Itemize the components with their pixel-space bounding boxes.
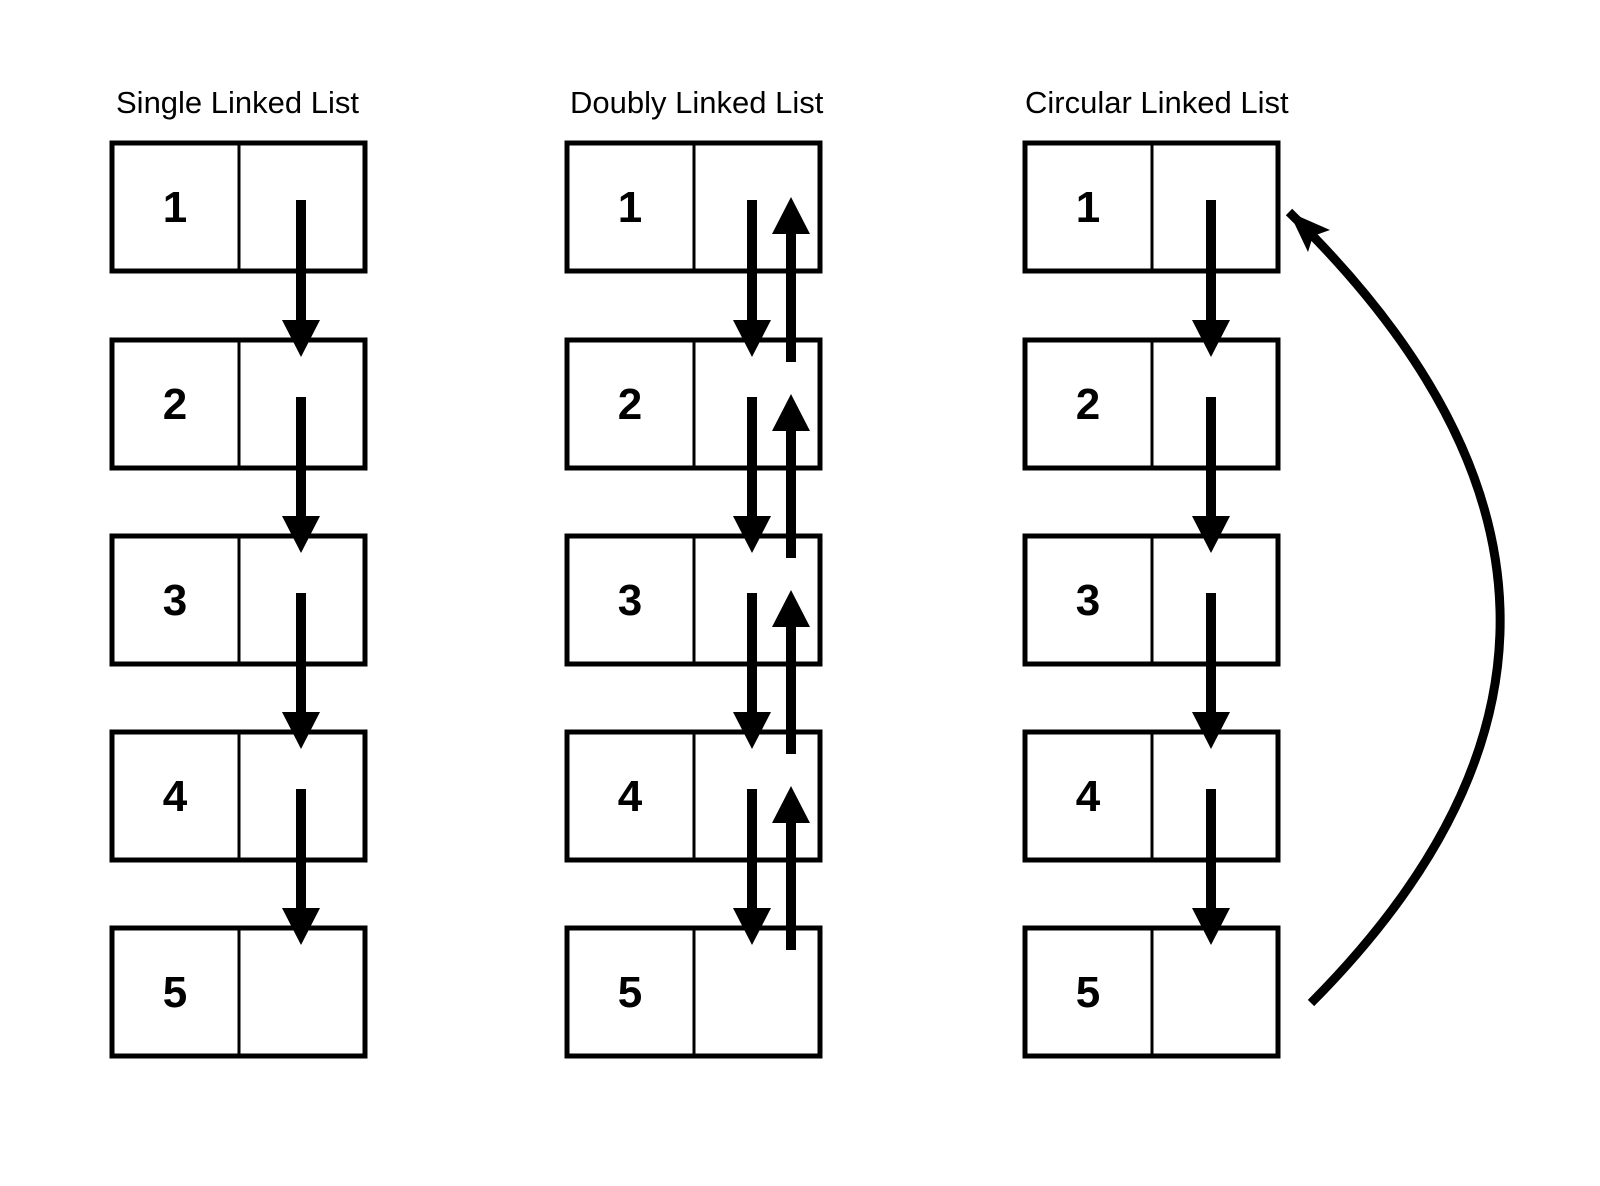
- column-title: Single Linked List: [116, 85, 359, 120]
- node-box: 1: [1022, 140, 1281, 274]
- prev-arrow-icon: [772, 197, 810, 362]
- column-title: Doubly Linked List: [570, 85, 824, 120]
- node-value: 5: [163, 968, 187, 1017]
- node-box: 1: [564, 140, 823, 274]
- node-box: 5: [109, 925, 368, 1059]
- node-value: 5: [1076, 968, 1100, 1017]
- next-arrow-icon: [282, 397, 320, 553]
- prev-arrow-icon: [772, 786, 810, 950]
- node-box: 3: [1022, 533, 1281, 667]
- single-linked-list-column: Single Linked List 1 2 3 4 5: [109, 85, 368, 1059]
- node-value: 4: [1076, 772, 1101, 821]
- node-box: 2: [1022, 337, 1281, 471]
- node-box: 4: [564, 729, 823, 863]
- next-arrow-icon: [282, 593, 320, 749]
- node-value: 3: [1076, 576, 1100, 625]
- next-arrow-icon: [1192, 593, 1230, 749]
- node-value: 4: [163, 772, 188, 821]
- node-value: 4: [618, 772, 643, 821]
- node-box: 4: [109, 729, 368, 863]
- next-arrow-icon: [1192, 397, 1230, 553]
- column-title: Circular Linked List: [1025, 85, 1289, 120]
- next-arrow-icon: [733, 200, 771, 357]
- node-box: 5: [1022, 925, 1281, 1059]
- node-box: 1: [109, 140, 368, 274]
- circular-link-arrow-icon: [1285, 208, 1505, 1007]
- node-value: 3: [163, 576, 187, 625]
- next-arrow-icon: [1192, 789, 1230, 945]
- node-value: 1: [618, 183, 642, 232]
- prev-arrow-icon: [772, 394, 810, 558]
- doubly-linked-list-column: Doubly Linked List 1 2 3 4 5: [564, 85, 824, 1059]
- next-arrow-icon: [1192, 200, 1230, 357]
- node-box: 2: [109, 337, 368, 471]
- node-box: 3: [109, 533, 368, 667]
- node-box: 3: [564, 533, 823, 667]
- node-box: 2: [564, 337, 823, 471]
- node-value: 3: [618, 576, 642, 625]
- next-arrow-icon: [733, 789, 771, 945]
- node-value: 2: [618, 380, 642, 429]
- next-arrow-icon: [282, 789, 320, 945]
- node-box: 5: [564, 925, 823, 1059]
- node-value: 2: [163, 380, 187, 429]
- node-value: 1: [163, 183, 187, 232]
- node-box: 4: [1022, 729, 1281, 863]
- next-arrow-icon: [733, 397, 771, 553]
- circular-linked-list-column: Circular Linked List 1 2 3 4 5: [1022, 85, 1505, 1059]
- node-value: 5: [618, 968, 642, 1017]
- node-value: 1: [1076, 183, 1100, 232]
- next-arrow-icon: [282, 200, 320, 357]
- next-arrow-icon: [733, 593, 771, 749]
- prev-arrow-icon: [772, 590, 810, 754]
- node-value: 2: [1076, 380, 1100, 429]
